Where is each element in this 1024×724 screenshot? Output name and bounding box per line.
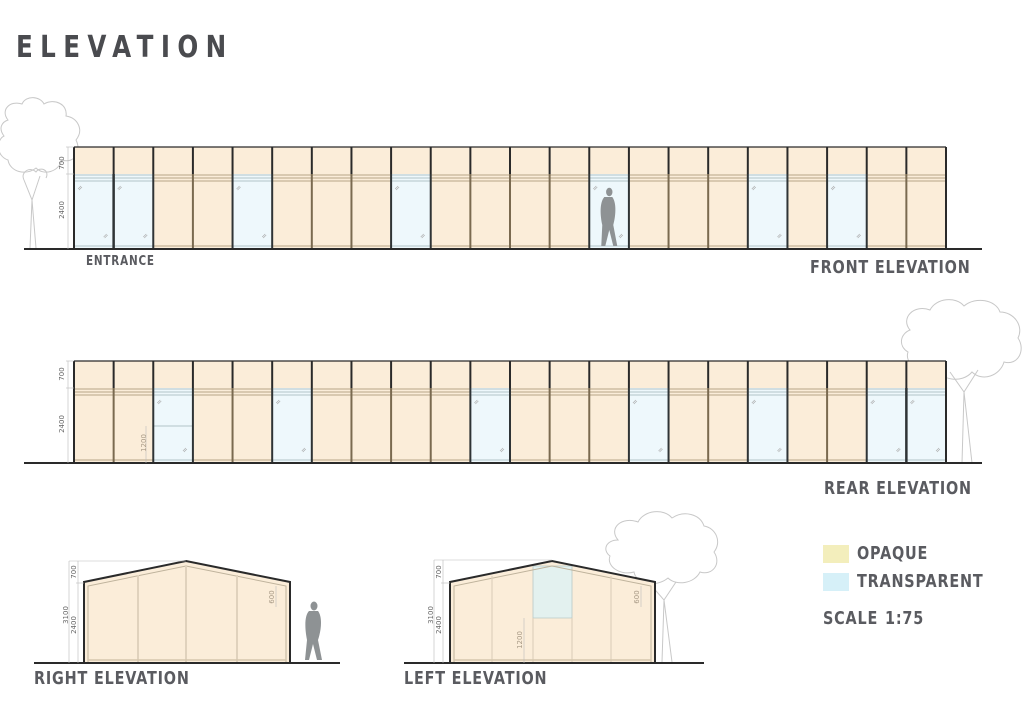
rear-dim-2400: 2400 xyxy=(58,415,66,433)
right-elevation-label: RIGHT ELEVATION xyxy=(34,668,190,689)
legend-transparent-label: TRANSPARENT xyxy=(857,571,984,592)
right-elevation xyxy=(34,559,340,664)
rear-elevation-label: REAR ELEVATION xyxy=(824,478,972,499)
rear-elevation xyxy=(24,360,982,464)
person-silhouette-icon xyxy=(305,601,322,660)
left-dim-1200: 1200 xyxy=(516,631,524,649)
left-dim-2400: 2400 xyxy=(435,616,443,634)
left-elevation-label: LEFT ELEVATION xyxy=(404,668,548,689)
left-dim-700: 700 xyxy=(435,565,443,578)
legend-opaque-label: OPAQUE xyxy=(857,543,929,564)
page-title: ELEVATION xyxy=(16,30,234,65)
rear-dim-700: 700 xyxy=(58,367,66,380)
scale-label: SCALE xyxy=(823,608,879,629)
right-dim-2400: 2400 xyxy=(70,616,78,634)
front-dim-700: 700 xyxy=(58,156,66,169)
transparent-swatch xyxy=(823,573,849,591)
entrance-label: ENTRANCE xyxy=(86,254,155,269)
scale-value: 1:75 xyxy=(885,608,925,629)
front-dim-2400: 2400 xyxy=(58,201,66,219)
person-silhouette-icon xyxy=(600,187,618,246)
right-dim-600: 600 xyxy=(268,590,276,603)
rear-dim-1200: 1200 xyxy=(140,434,148,452)
left-dim-3100: 3100 xyxy=(427,606,435,624)
left-dim-600: 600 xyxy=(633,590,641,603)
front-elevation xyxy=(24,146,982,250)
left-elevation xyxy=(404,559,704,664)
right-dim-700: 700 xyxy=(70,565,78,578)
right-dim-3100: 3100 xyxy=(62,606,70,624)
opaque-swatch xyxy=(823,545,849,563)
front-elevation-label: FRONT ELEVATION xyxy=(810,257,971,278)
tree-icon xyxy=(0,97,81,249)
